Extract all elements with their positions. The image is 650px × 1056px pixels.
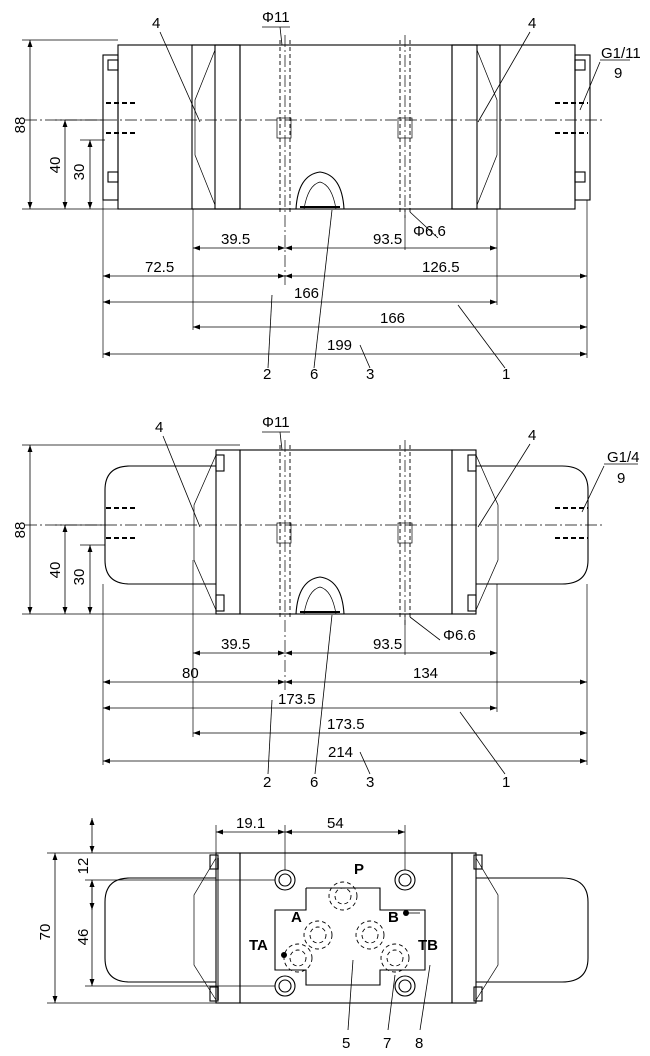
port-p bbox=[328, 881, 358, 911]
callout-7: 7 bbox=[383, 1035, 391, 1052]
callout-5: 5 bbox=[342, 1035, 350, 1052]
dim-166-b: 166 bbox=[380, 310, 405, 327]
dim-88: 88 bbox=[12, 522, 29, 539]
right-end-cap bbox=[574, 54, 591, 201]
dim-93-5: 93.5 bbox=[373, 231, 402, 248]
bottom-port-arch bbox=[295, 171, 345, 210]
port-label: G1/4 bbox=[607, 449, 640, 466]
callout-9: 9 bbox=[617, 470, 625, 487]
left-cap-screw-top bbox=[107, 59, 119, 71]
left-cap-screw-bottom bbox=[107, 171, 119, 183]
dim-30: 30 bbox=[71, 164, 88, 181]
right-solenoid-housing bbox=[476, 877, 589, 983]
dim-39-5: 39.5 bbox=[221, 231, 250, 248]
left-coil-plate-inner bbox=[214, 44, 241, 210]
dim-70: 70 bbox=[37, 924, 54, 941]
callout-4-right: 4 bbox=[528, 15, 536, 32]
dim-93-5: 93.5 bbox=[373, 636, 402, 653]
dim-199: 199 bbox=[327, 337, 352, 354]
left-end-cap bbox=[102, 54, 119, 201]
callout-2: 2 bbox=[263, 366, 271, 383]
mount-hole-bl bbox=[274, 975, 296, 997]
left-plate bbox=[215, 449, 241, 615]
callout-1: 1 bbox=[502, 366, 510, 383]
port-label-a: A bbox=[291, 909, 302, 926]
callout-6: 6 bbox=[310, 366, 318, 383]
callout-1: 1 bbox=[502, 774, 510, 791]
view-1-front: 88 40 30 Φ11 4 4 G1/11 9 39.5 93.5 72.5 … bbox=[12, 9, 641, 383]
dim-40: 40 bbox=[47, 157, 64, 174]
dim-134: 134 bbox=[413, 665, 438, 682]
dim-39-5: 39.5 bbox=[221, 636, 250, 653]
dim-80: 80 bbox=[182, 665, 199, 682]
right-coil-chamfer bbox=[476, 49, 498, 206]
dim-214: 214 bbox=[328, 744, 353, 761]
callout-4-left: 4 bbox=[155, 419, 163, 436]
dia-6-6-label: Φ6.6 bbox=[413, 223, 446, 240]
dim-54: 54 bbox=[327, 815, 344, 832]
view-3-bottom: P A B TA TB 19.1 54 70 12 46 5 7 8 bbox=[37, 815, 589, 1052]
dia-6-6-label: Φ6.6 bbox=[443, 627, 476, 644]
callout-3: 3 bbox=[366, 774, 374, 791]
right-cap-screw-bottom bbox=[574, 171, 586, 183]
port-label-ta: TA bbox=[249, 937, 268, 954]
dim-173-5-a: 173.5 bbox=[278, 691, 316, 708]
dim-30: 30 bbox=[71, 569, 88, 586]
dia-11-label: Φ11 bbox=[262, 9, 290, 26]
port-a bbox=[303, 920, 333, 950]
port-tb bbox=[380, 943, 410, 973]
right-plate bbox=[451, 449, 477, 615]
port-label-p: P bbox=[354, 861, 364, 878]
port-label: G1/11 bbox=[601, 45, 641, 62]
dim-46: 46 bbox=[75, 929, 92, 946]
callout-2: 2 bbox=[263, 774, 271, 791]
mounting-face-body bbox=[239, 852, 453, 1004]
port-ta bbox=[283, 943, 313, 973]
dim-72-5: 72.5 bbox=[145, 259, 174, 276]
mount-hole-br bbox=[394, 975, 416, 997]
dim-126-5: 126.5 bbox=[422, 259, 460, 276]
right-coil-plate-inner bbox=[451, 44, 478, 210]
callout-9: 9 bbox=[614, 65, 622, 82]
dim-88: 88 bbox=[12, 117, 29, 134]
port-label-b: B bbox=[388, 909, 399, 926]
callout-4-left: 4 bbox=[152, 15, 160, 32]
view-2-front: 88 40 30 Φ11 4 4 G1/4 9 39.5 93.5 80 134… bbox=[12, 414, 640, 791]
port-b bbox=[355, 920, 385, 950]
port-label-tb: TB bbox=[418, 937, 438, 954]
left-coil-chamfer bbox=[194, 49, 216, 206]
port-pattern-outline bbox=[274, 887, 426, 986]
right-cap-screw-top bbox=[574, 59, 586, 71]
callout-4-right: 4 bbox=[528, 427, 536, 444]
left-coil-plate bbox=[191, 44, 241, 210]
left-solenoid-housing bbox=[104, 877, 216, 983]
right-coil-plate bbox=[451, 44, 501, 210]
valve-body-center bbox=[239, 449, 453, 615]
mount-hole-tr bbox=[394, 869, 416, 891]
valve-body-outline bbox=[117, 44, 576, 210]
dim-166-a: 166 bbox=[294, 285, 319, 302]
dim-12: 12 bbox=[75, 858, 92, 875]
dim-173-5-b: 173.5 bbox=[327, 716, 365, 733]
callout-6: 6 bbox=[310, 774, 318, 791]
callout-8: 8 bbox=[415, 1035, 423, 1052]
dim-40: 40 bbox=[47, 562, 64, 579]
dia-11-label: Φ11 bbox=[262, 414, 290, 431]
mount-hole-tl bbox=[274, 869, 296, 891]
dim-19-1: 19.1 bbox=[236, 815, 265, 832]
callout-3: 3 bbox=[366, 366, 374, 383]
